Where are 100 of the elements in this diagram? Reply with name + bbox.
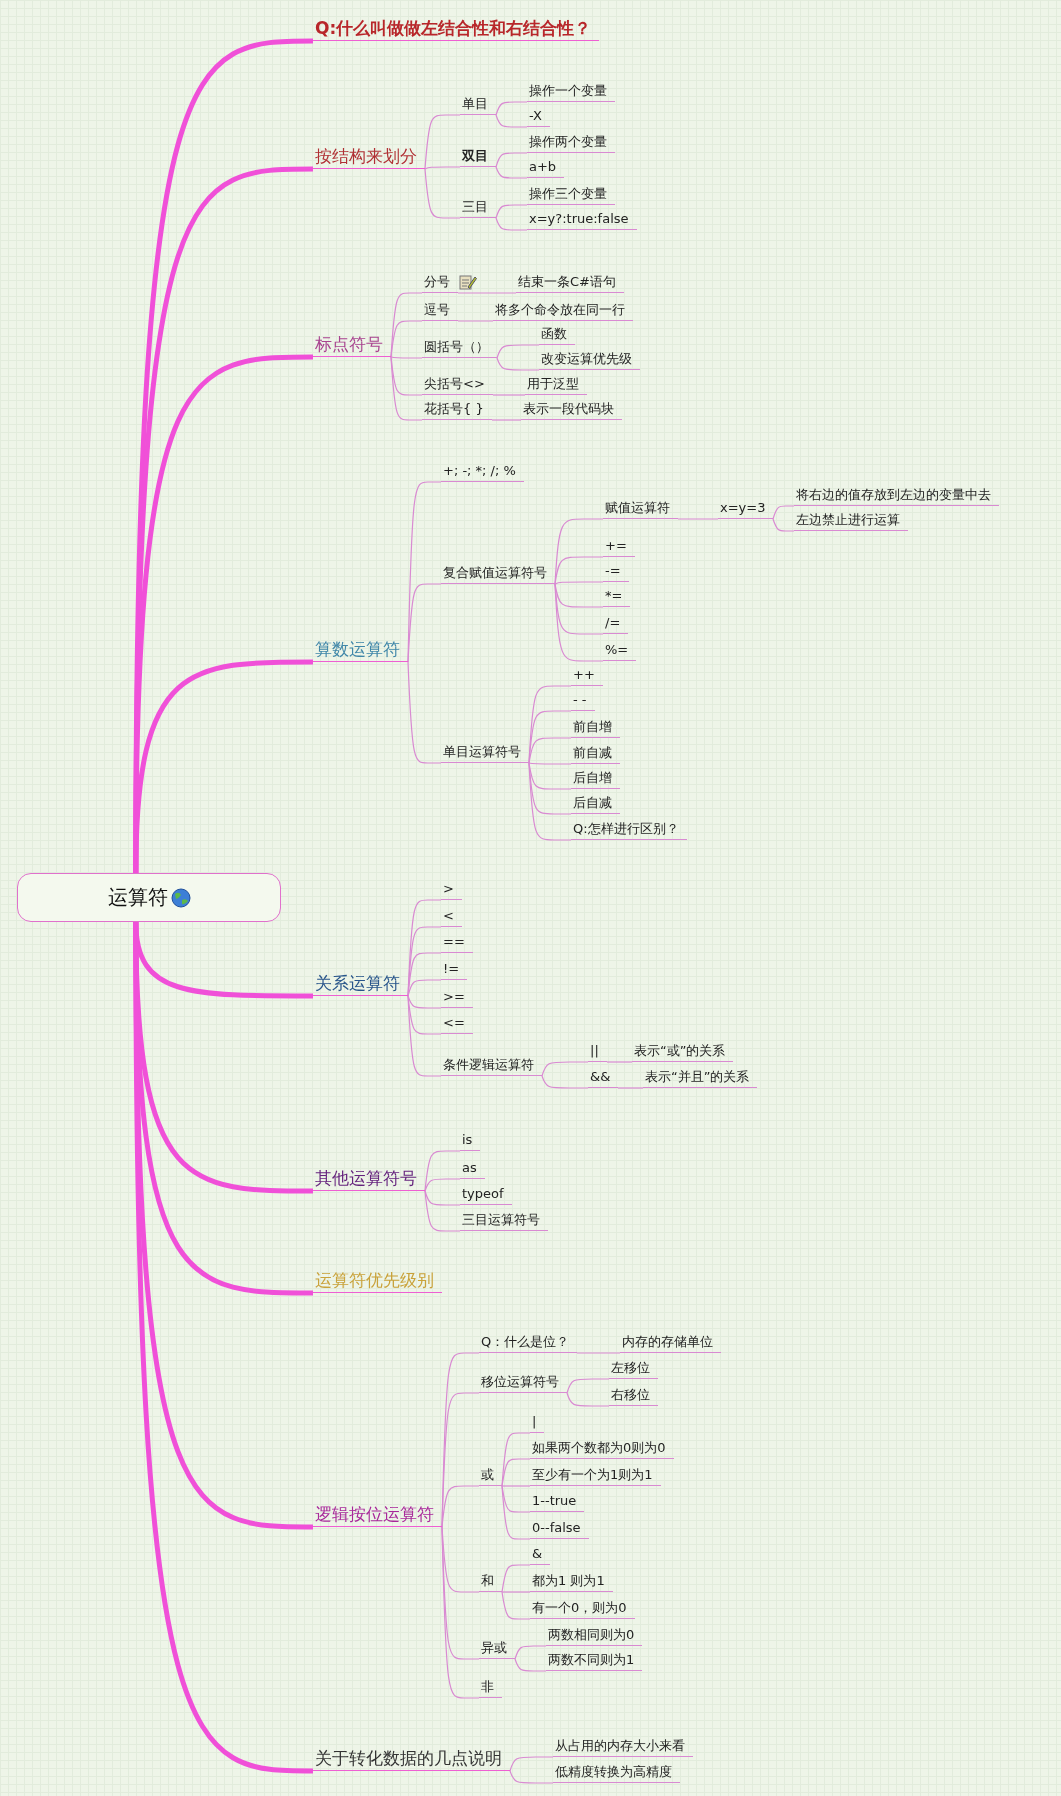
subtopic: x=y=3 <box>718 499 774 519</box>
subtopic: & <box>530 1545 551 1565</box>
main-topic: 标点符号 <box>313 333 391 357</box>
subtopic: 左边禁止进行运算 <box>794 511 908 531</box>
branch-line <box>772 518 795 532</box>
central-topic-text: 运算符 <box>107 884 168 911</box>
subtopic: >= <box>441 988 473 1008</box>
subtopic: && <box>588 1068 619 1088</box>
branch-line <box>457 292 517 294</box>
branch-line <box>677 518 719 520</box>
branch-line <box>772 505 795 520</box>
subtopic: 两数不同则为1 <box>546 1651 643 1671</box>
subtopic: 条件逻辑运算符 <box>441 1056 542 1076</box>
branch-line <box>407 952 442 997</box>
subtopic: 非 <box>479 1678 502 1698</box>
branch-line <box>495 152 528 168</box>
main-topic: 算数运算符 <box>313 638 408 662</box>
branch-line <box>496 344 540 359</box>
branch-line <box>407 583 442 663</box>
subtopic: 圆括号（） <box>422 338 497 358</box>
subtopic: > <box>441 880 462 900</box>
central-topic-box <box>17 873 281 922</box>
subtopic: 操作两个变量 <box>527 133 615 153</box>
main-topic: 其他运算符号 <box>313 1167 425 1191</box>
subtopic: 或 <box>479 1466 502 1486</box>
branch-line <box>424 166 461 170</box>
subtopic: 尖括号<> <box>422 375 493 395</box>
subtopic: x=y?:true:false <box>527 210 637 230</box>
branch-line <box>528 710 572 764</box>
subtopic: != <box>441 960 468 980</box>
subtopic: | <box>530 1413 545 1433</box>
subtopic: 都为1 则为1 <box>530 1572 613 1592</box>
subtopic: 表示“并且”的关系 <box>643 1068 758 1088</box>
branch-line <box>501 1591 531 1620</box>
subtopic: 花括号{ } <box>422 400 492 420</box>
subtopic: 从占用的内存大小来看 <box>553 1737 693 1757</box>
branch-line <box>441 1485 480 1528</box>
subtopic: 表示“或”的关系 <box>632 1042 734 1062</box>
main-topic: 逻辑按位运算符 <box>313 1503 442 1527</box>
branch-line <box>424 1178 461 1192</box>
subtopic: 左移位 <box>609 1359 658 1379</box>
branch-line <box>407 995 442 1009</box>
subtopic: 和 <box>479 1572 502 1592</box>
subtopic: 结束一条C#语句 <box>516 273 624 293</box>
subtopic: 前自增 <box>571 718 620 738</box>
subtopic: *= <box>603 587 631 607</box>
branch-line <box>407 979 442 997</box>
branch-line <box>509 1756 554 1772</box>
branch-line <box>495 217 528 231</box>
main-topic: 关系运算符 <box>313 972 408 996</box>
subtopic: 有一个0，则为0 <box>530 1599 635 1619</box>
branch-line <box>554 583 604 662</box>
subtopic: /= <box>603 614 629 634</box>
branch-line <box>554 518 604 585</box>
subtopic: 复合赋值运算符号 <box>441 564 555 584</box>
branch-line <box>554 581 604 585</box>
branch-line <box>390 292 423 358</box>
branch-line <box>514 1645 547 1660</box>
subtopic: 逗号 <box>422 301 458 321</box>
branch-line <box>566 1378 610 1394</box>
branch-line <box>566 1392 610 1407</box>
branch-line <box>407 995 442 1077</box>
subtopic: 前自减 <box>571 744 620 764</box>
subtopic: 赋值运算符 <box>603 499 678 519</box>
subtopic: == <box>441 933 473 953</box>
subtopic: ++ <box>571 666 603 686</box>
branch-line <box>606 1061 633 1063</box>
subtopic: < <box>441 907 462 927</box>
branch-line <box>495 204 528 219</box>
subtopic: +; -; *; /; % <box>441 462 524 482</box>
branch-line <box>133 659 313 874</box>
branch-line <box>501 1564 531 1593</box>
branch-line <box>509 1770 554 1784</box>
branch-line <box>501 1432 531 1487</box>
branch-line <box>528 685 572 764</box>
main-topic: 按结构来划分 <box>313 145 425 169</box>
subtopic: 后自增 <box>571 769 620 789</box>
branch-line <box>501 1458 531 1487</box>
branch-line <box>491 419 522 421</box>
subtopic: || <box>588 1042 607 1062</box>
subtopic: 三目 <box>460 198 496 218</box>
subtopic: - - <box>571 691 595 711</box>
subtopic: Q:怎样进行区别？ <box>571 820 687 840</box>
branch-line <box>528 737 572 764</box>
branch-line <box>495 114 528 128</box>
branch-line <box>514 1658 547 1672</box>
subtopic: 将多个命令放在同一行 <box>493 301 633 321</box>
main-topic: Q:什么叫做做左结合性和右结合性？ <box>313 17 600 41</box>
branch-line <box>441 1392 480 1528</box>
subtopic: -X <box>527 107 550 127</box>
branch-line <box>541 1061 589 1077</box>
branch-line <box>133 922 314 1774</box>
branch-line <box>495 101 528 116</box>
subtopic: <= <box>441 1014 473 1034</box>
branch-line <box>501 1591 531 1593</box>
subtopic: -= <box>603 562 629 582</box>
subtopic: 双目 <box>460 147 496 167</box>
subtopic: as <box>460 1159 485 1179</box>
branch-line <box>528 762 572 841</box>
branch-line <box>496 357 540 371</box>
